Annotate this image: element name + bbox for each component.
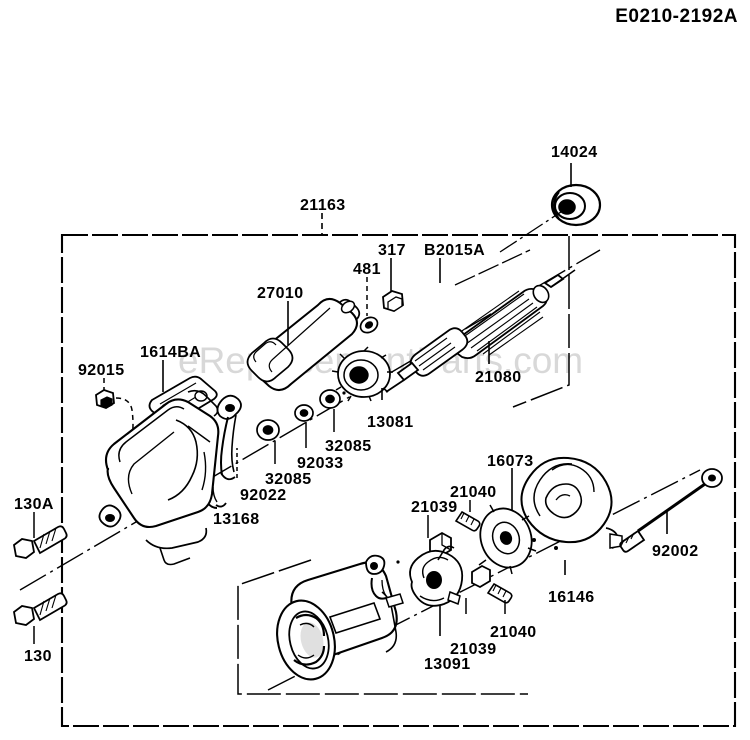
- part-92033-ring: [294, 404, 314, 422]
- part-13091-brush-plate: [409, 545, 464, 607]
- part-32085b-washer: [256, 419, 280, 441]
- callout-21163: 21163: [300, 197, 346, 214]
- part-32085a-washer: [319, 389, 341, 409]
- callout-130A: 130A: [14, 496, 54, 513]
- callout-14024: 14024: [551, 144, 598, 161]
- sub-frame-bottom: [237, 559, 528, 695]
- part-21080-armature: [385, 269, 576, 393]
- callout-481: 481: [353, 261, 381, 278]
- callout-13091: 13091: [424, 656, 471, 673]
- axis-14024: [499, 207, 568, 253]
- callout-13168: 13168: [213, 511, 260, 528]
- callout-21040b: 21040: [490, 624, 537, 641]
- part-130-bolt: [13, 592, 68, 626]
- part-481-washer: [359, 316, 379, 334]
- callout-130: 130: [24, 648, 52, 665]
- part-21039b-brush: [471, 564, 491, 589]
- callout-21040a: 21040: [450, 484, 497, 501]
- axis-B2015A: [454, 249, 531, 286]
- leader-92015: [103, 378, 134, 439]
- callout-317: 317: [378, 242, 406, 259]
- callout-13081: 13081: [367, 414, 414, 431]
- part-16146-brush-holder: [478, 504, 537, 575]
- part-92002-through-bolt: [619, 468, 723, 553]
- part-317-nut: [382, 290, 404, 312]
- part-yoke-field-frame: [276, 561, 398, 681]
- callout-92015: 92015: [78, 362, 125, 379]
- callout-21039b: 21039: [450, 641, 497, 658]
- part-27010-solenoid: [246, 298, 361, 391]
- callout-92022: 92022: [240, 487, 287, 504]
- part-92015-nut: [95, 389, 115, 409]
- callout-B2015A: B2015A: [424, 242, 486, 259]
- callout-21080: 21080: [475, 369, 522, 386]
- part-drive-end-housing: [98, 389, 220, 566]
- main-frame: [60, 233, 737, 728]
- callout-21039a: 21039: [411, 499, 458, 516]
- callout-1614BA: 1614BA: [140, 344, 202, 361]
- callout-92033: 92033: [297, 455, 344, 472]
- part-14024-bushing: [550, 183, 602, 227]
- callout-27010: 27010: [257, 285, 304, 302]
- callout-16146: 16146: [548, 589, 595, 606]
- callout-92002: 92002: [652, 543, 699, 560]
- part-field-lead: [365, 554, 404, 608]
- part-21040a-spring: [454, 510, 481, 532]
- part-21040b-spring: [486, 582, 513, 604]
- part-13081-clutch: [331, 346, 393, 402]
- sub-frame-right: [512, 236, 570, 408]
- callout-16073: 16073: [487, 453, 534, 470]
- page-title: E0210-2192A: [615, 6, 738, 27]
- callout-32085a: 32085: [325, 438, 372, 455]
- part-130A-bolt: [13, 525, 68, 559]
- callout-32085b: 32085: [265, 471, 312, 488]
- part-16073-cover: [520, 456, 623, 550]
- assembly-markers: [342, 391, 400, 564]
